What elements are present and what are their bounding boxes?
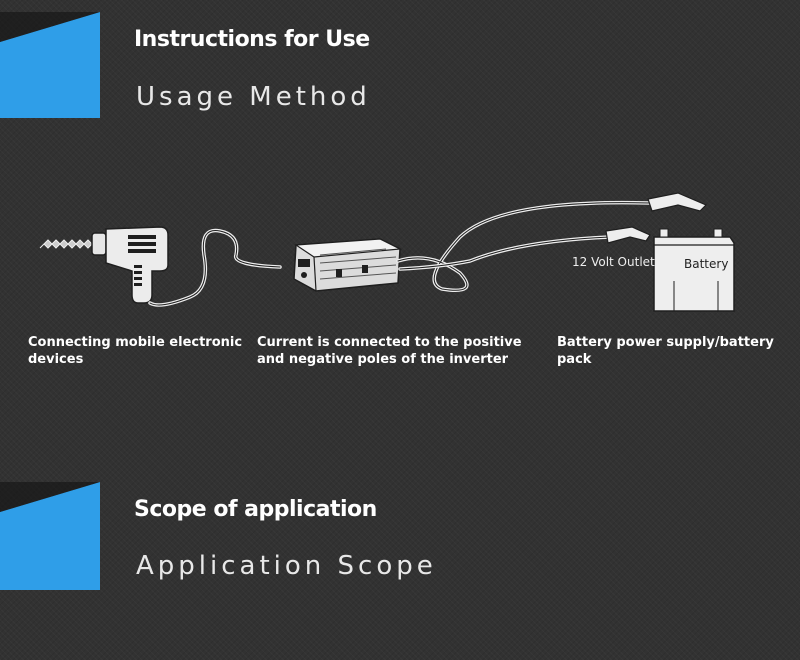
accent-banner-top <box>0 12 100 118</box>
caption-inverter: Current is connected to the positive and… <box>257 335 522 367</box>
usage-subtitle: Usage Method <box>136 82 371 112</box>
battery-icon: Battery <box>653 228 735 312</box>
caption-devices: Connecting mobile electronic devices <box>28 335 243 367</box>
inverter-icon <box>293 238 403 292</box>
usage-illustration: Battery 12 Volt Outlet <box>0 185 800 325</box>
clamp-icon <box>605 192 708 244</box>
caption-battery: Battery power supply/battery pack <box>557 335 774 367</box>
scope-title: Scope of application <box>134 497 377 522</box>
scope-section: Scope of application Application Scope <box>0 478 800 608</box>
accent-banner-bottom <box>0 482 100 590</box>
battery-label: Battery <box>684 257 728 271</box>
usage-section: Instructions for Use Usage Method <box>0 0 800 130</box>
outlet-label: 12 Volt Outlet <box>572 255 655 269</box>
scope-subtitle: Application Scope <box>136 551 437 581</box>
usage-title: Instructions for Use <box>134 27 370 52</box>
drill-icon <box>39 226 169 304</box>
